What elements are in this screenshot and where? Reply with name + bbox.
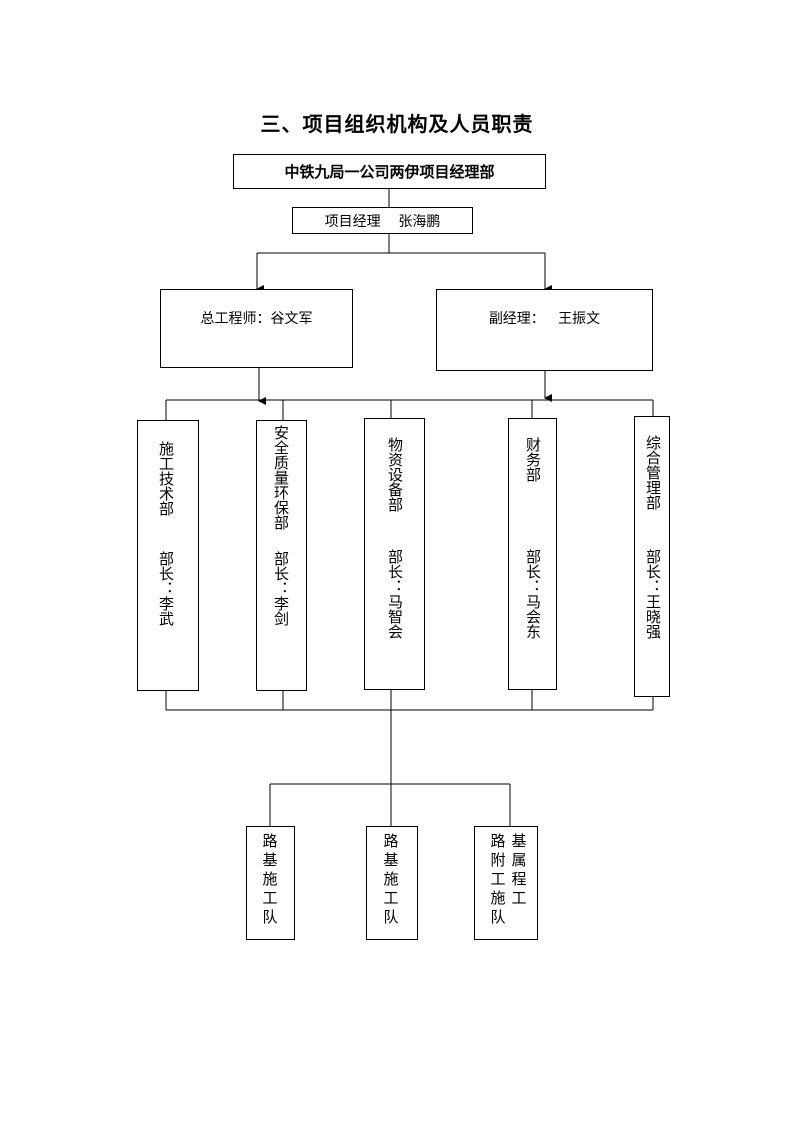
department-box-finance: 财务部 部长：马会东 bbox=[508, 418, 557, 690]
department-head: 部长：马会东 bbox=[524, 549, 542, 639]
team-box-3: 路附工施队 基属程工 bbox=[474, 826, 538, 940]
department-head: 部长：李武 bbox=[157, 551, 175, 626]
department-head: 部长：马智会 bbox=[386, 549, 404, 639]
chief-engineer-label: 总工程师：谷文军 bbox=[200, 311, 313, 327]
department-head: 部长：李剑 bbox=[272, 551, 290, 626]
project-manager-box: 项目经理 张海鹏 bbox=[292, 207, 473, 234]
department-box-construction-tech: 施工技术部 部长：李武 bbox=[137, 420, 199, 691]
department-head: 部长：王晓强 bbox=[644, 549, 662, 639]
page-heading: 三、项目组织机构及人员职责 bbox=[260, 112, 534, 136]
department-name: 安全质量环保部 bbox=[272, 425, 290, 530]
team-label-right: 基属程工 bbox=[509, 833, 528, 909]
team-box-1: 路基施工队 bbox=[246, 826, 295, 940]
department-name: 物资设备部 bbox=[386, 437, 404, 512]
team-label: 路基施工队 bbox=[260, 833, 279, 928]
department-box-safety-quality: 安全质量环保部 部长：李剑 bbox=[256, 420, 307, 691]
project-manager-label: 项目经理 张海鹏 bbox=[324, 213, 441, 230]
chief-engineer-box: 总工程师：谷文军 bbox=[160, 289, 353, 368]
root-org-label: 中铁九局一公司两伊项目经理部 bbox=[284, 163, 495, 181]
department-box-materials: 物资设备部 部长：马智会 bbox=[364, 418, 425, 690]
department-name: 财务部 bbox=[524, 437, 542, 482]
department-name: 施工技术部 bbox=[157, 441, 175, 516]
deputy-manager-box: 副经理： 王振文 bbox=[436, 289, 653, 371]
team-label: 路基施工队 bbox=[381, 833, 400, 928]
root-org-box: 中铁九局一公司两伊项目经理部 bbox=[233, 154, 546, 189]
department-box-general-admin: 综合管理部 部长：王晓强 bbox=[634, 416, 670, 697]
team-box-2: 路基施工队 bbox=[366, 826, 418, 940]
deputy-manager-label: 副经理： 王振文 bbox=[488, 311, 601, 327]
team-label-left: 路附工施队 bbox=[488, 833, 507, 928]
department-name: 综合管理部 bbox=[644, 435, 662, 510]
